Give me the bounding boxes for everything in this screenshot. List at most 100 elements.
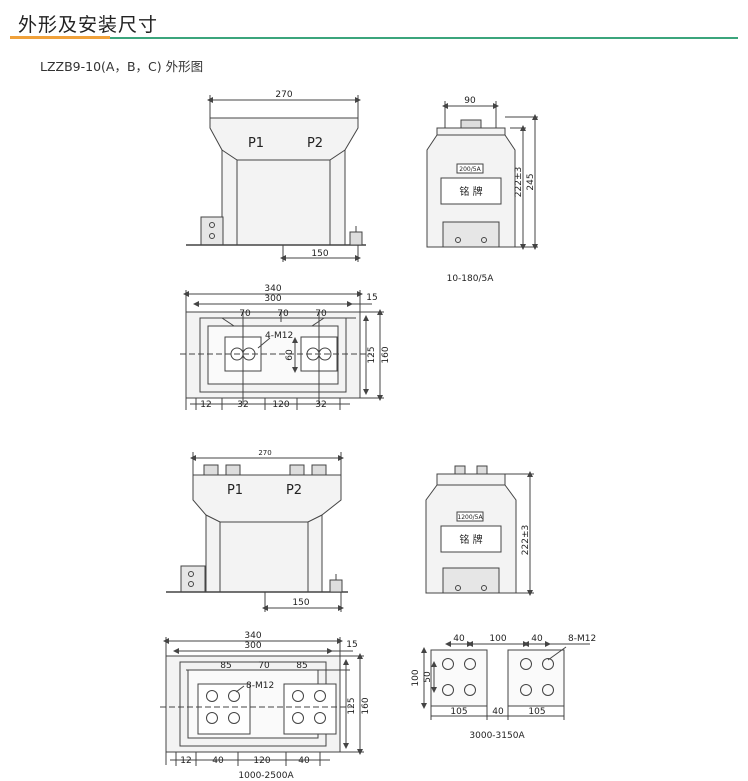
side-view-large [425, 465, 534, 596]
dim-label: 125 [367, 346, 377, 363]
top-terminal [289, 464, 305, 476]
dim-label: 100 [411, 669, 421, 686]
dim-label: 340 [264, 284, 281, 294]
dim-label: 85 [220, 661, 231, 671]
bolt-hole [292, 712, 304, 724]
nameplate-text: 铭 牌 [459, 533, 482, 546]
bolt-hole [228, 712, 240, 724]
housing-outline [192, 474, 342, 593]
dim-label: 270 [275, 90, 292, 100]
ground-terminal [329, 579, 343, 593]
mounting-bracket-left [200, 216, 224, 246]
dim-label: 85 [296, 661, 307, 671]
figure-subtitle: LZZB9-10(A，B，C) 外形图 [40, 59, 204, 74]
top-terminal [225, 464, 241, 476]
dim-label: 70 [239, 309, 251, 319]
ratio-plate-text: 200/5A [459, 166, 481, 173]
dim-label: 90 [464, 96, 476, 106]
mounting-bracket-left [180, 565, 206, 593]
bolt-hole [542, 684, 554, 696]
top-terminal [203, 464, 219, 476]
terminal-label-p1: P1 [248, 136, 264, 151]
dim-label: 50 [423, 671, 433, 683]
ratio-plate [456, 163, 484, 174]
dim-label: 32 [237, 400, 248, 410]
terminal-label-p2: P2 [307, 136, 323, 151]
dim-label: 125 [347, 697, 357, 714]
dim-label: 340 [244, 631, 261, 641]
front-view-small [186, 95, 366, 262]
dim-label: 150 [292, 598, 309, 608]
housing-outline [209, 117, 359, 246]
leader-line [547, 646, 567, 661]
ratio-plate-text: 1200/5A [457, 514, 483, 521]
dim-label: 15 [366, 293, 377, 303]
housing-bevel [221, 149, 346, 161]
housing-bevel [205, 514, 323, 523]
dim-label: 222±3 [514, 167, 524, 197]
bolt-hole [314, 712, 326, 724]
terminal-block-p1 [197, 683, 251, 735]
dim-label: 270 [258, 449, 271, 457]
bolt-hole [206, 690, 218, 702]
leader-line [257, 337, 271, 349]
terminal-label-p1: P1 [227, 483, 243, 498]
terminal-label-p2: P2 [286, 483, 302, 498]
ratio-plate [456, 511, 484, 522]
title-accent-rule [10, 36, 110, 39]
dim-label: 70 [277, 309, 289, 319]
bolt-hole [542, 658, 554, 670]
bracket-hole [188, 581, 194, 587]
dim-label: 245 [526, 173, 536, 190]
front-view-large [166, 452, 348, 612]
top-terminal [476, 465, 488, 475]
bolt-hole [228, 690, 240, 702]
dim-label: 12 [180, 756, 191, 766]
bracket-hole [188, 571, 194, 577]
dim-label: 40 [492, 707, 504, 717]
nameplate [440, 525, 502, 553]
dim-label: 70 [315, 309, 327, 319]
secondary-terminal [481, 585, 487, 591]
dim-label: 300 [244, 641, 261, 651]
nameplate-text: 铭 牌 [459, 185, 482, 198]
figure-caption: 10-180/5A [447, 274, 495, 284]
bolt-hole [442, 658, 454, 670]
dim-label: 40 [212, 756, 224, 766]
figure-caption: 1000-2500A [238, 771, 294, 781]
dim-label: 120 [253, 756, 270, 766]
dim-label: 32 [315, 400, 326, 410]
bolt-hole [206, 712, 218, 724]
dim-label: 70 [258, 661, 270, 671]
terminal-block-p2 [283, 683, 337, 735]
title-divider-rule [110, 37, 738, 39]
terminal-block-right [507, 649, 565, 707]
dim-label: 100 [489, 634, 506, 644]
bolt-spec-label: 4-M12 [265, 331, 293, 341]
bolt-spec-label: 8-M12 [246, 681, 274, 691]
secondary-terminal [455, 585, 461, 591]
dim-label: 160 [361, 697, 371, 714]
dim-label: 300 [264, 294, 281, 304]
dim-label: 105 [450, 707, 467, 717]
secondary-terminal [481, 237, 487, 243]
bevel [221, 317, 235, 327]
top-terminal [460, 119, 482, 129]
bracket-hole [209, 222, 215, 228]
dim-label: 40 [453, 634, 465, 644]
dim-label: 160 [381, 346, 391, 363]
bolt-hole [520, 684, 532, 696]
dim-label: 12 [200, 400, 211, 410]
bolt-hole [292, 690, 304, 702]
terminal-detail-view [421, 641, 590, 720]
bolt-hole [464, 658, 476, 670]
dim-label: 15 [346, 640, 357, 650]
bevel [311, 317, 325, 327]
bolt-hole [520, 658, 532, 670]
bolt-hole [464, 684, 476, 696]
dim-label: 120 [272, 400, 289, 410]
bolt-spec-label: 8-M12 [568, 634, 596, 644]
dim-label: 150 [311, 249, 328, 259]
dim-label: 105 [528, 707, 545, 717]
